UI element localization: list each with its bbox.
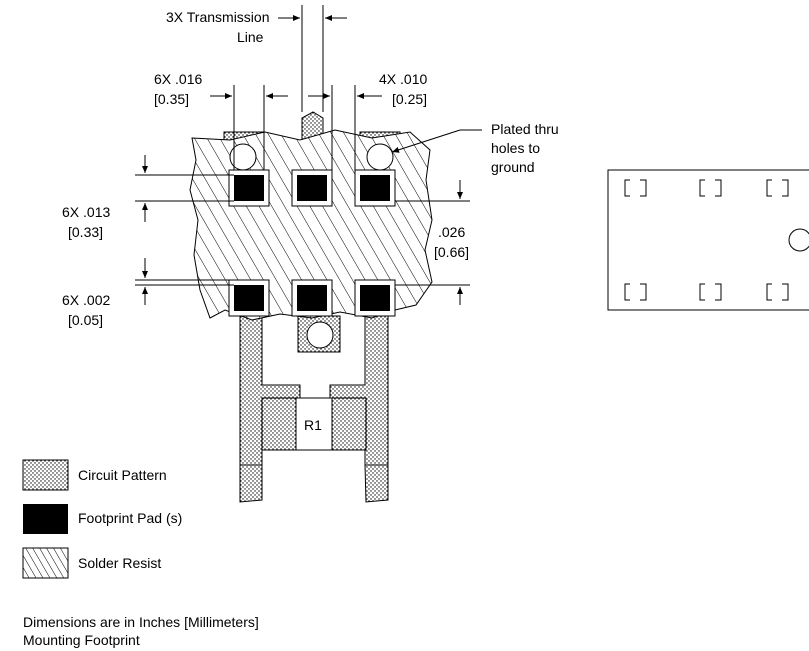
resistor-body — [295, 397, 333, 451]
legend-footprint-pad: Footprint Pad (s) — [78, 510, 182, 526]
legend-solder-resist: Solder Resist — [78, 555, 161, 571]
legend: Circuit Pattern Footprint Pad (s) Solder… — [22, 459, 182, 579]
drawing-title: Mounting Footprint — [23, 632, 140, 648]
component-outline — [607, 169, 809, 311]
transmission-line-label-2: Line — [237, 29, 264, 45]
plated-holes-label-1: Plated thru — [491, 121, 559, 137]
resistor-label: R1 — [304, 417, 322, 433]
pad-clearance-label-2: [0.05] — [68, 312, 103, 328]
pad-height-label-2: [0.33] — [68, 224, 103, 240]
pad-width-label-2: [0.35] — [154, 91, 189, 107]
pad-height-label-1: 6X .013 — [62, 204, 110, 220]
transmission-line-label-1: 3X Transmission — [166, 9, 269, 25]
annotations: 3X Transmission Line 6X .016 [0.35] 4X .… — [62, 9, 559, 328]
resistor-pad-right — [331, 397, 367, 451]
legend-circuit-pattern: Circuit Pattern — [78, 467, 167, 483]
pad-width-label-1: 6X .016 — [154, 71, 202, 87]
gap-width-label-1: 4X .010 — [379, 71, 427, 87]
plated-holes-label-3: ground — [491, 159, 535, 175]
gap-width-label-2: [0.25] — [392, 91, 427, 107]
pad-spacing-label-2: [0.66] — [434, 244, 469, 260]
legend-swatch-footprint-pad — [23, 504, 68, 534]
pad-clearance-label-1: 6X .002 — [62, 292, 110, 308]
plated-holes-label-2: holes to — [491, 140, 540, 156]
resistor-pad-left — [261, 397, 297, 451]
footprint-pads — [228, 169, 396, 317]
pad-spacing-label-1: .026 — [438, 224, 465, 240]
dimensions-note: Dimensions are in Inches [Millimeters] — [23, 614, 259, 630]
dimension-lines — [135, 5, 482, 305]
legend-swatch-circuit-pattern — [22, 459, 69, 491]
plated-thru-holes — [229, 143, 394, 349]
legend-swatch-solder-resist — [22, 547, 69, 579]
